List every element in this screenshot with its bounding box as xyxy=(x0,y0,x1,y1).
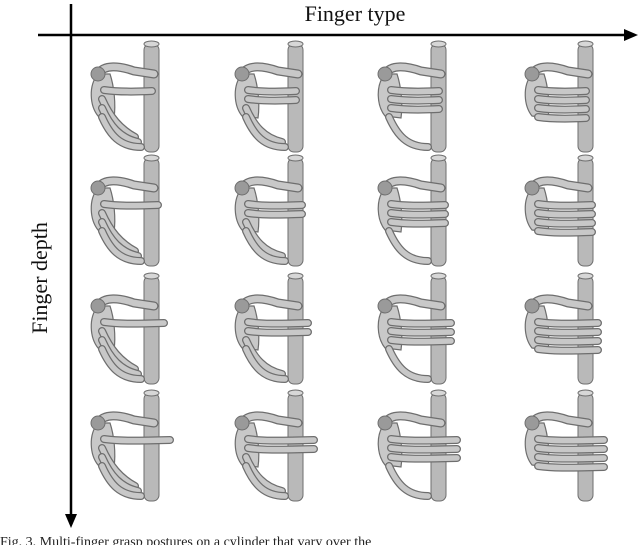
hand-model xyxy=(377,62,446,151)
hand-model xyxy=(524,62,593,123)
grasp-cell xyxy=(524,389,608,502)
grasp-cell xyxy=(377,272,455,385)
hand-model xyxy=(90,176,162,265)
grasp-cell xyxy=(234,40,304,153)
cylinder-object xyxy=(143,389,160,502)
cylinder-object xyxy=(143,272,160,385)
grasp-cell xyxy=(524,154,596,267)
hand-model xyxy=(377,294,455,383)
hand-model xyxy=(524,176,596,237)
cylinder-object xyxy=(143,154,160,267)
hand-model xyxy=(234,294,312,383)
hand-model xyxy=(234,411,318,500)
grasp-cell xyxy=(90,272,168,385)
x-axis-arrowhead xyxy=(624,29,638,41)
grasp-cell xyxy=(524,272,602,385)
x-axis-label: Finger type xyxy=(304,1,406,26)
grasp-cell xyxy=(234,154,306,267)
grasp-cell xyxy=(90,154,162,267)
grasp-cell xyxy=(90,389,174,502)
grasp-cell xyxy=(524,40,594,153)
y-axis-arrowhead xyxy=(65,514,77,528)
grasp-cell xyxy=(234,272,312,385)
grasp-cell xyxy=(90,40,160,153)
grasp-cell xyxy=(377,40,447,153)
grasp-cell xyxy=(377,154,449,267)
cylinder-object xyxy=(143,40,160,153)
hand-model xyxy=(524,294,602,355)
hand-model xyxy=(90,62,159,151)
hand-model xyxy=(234,62,303,151)
caption-fragment: Fig. 3. Multi-finger grasp postures on a… xyxy=(0,535,372,545)
grasp-cell xyxy=(234,389,318,502)
grasp-cell xyxy=(377,389,461,502)
hand-model xyxy=(377,411,461,500)
hand-model xyxy=(90,411,174,500)
hand-model xyxy=(234,176,306,265)
hand-model xyxy=(524,411,608,472)
hand-model xyxy=(90,294,168,383)
hand-model xyxy=(377,176,449,265)
